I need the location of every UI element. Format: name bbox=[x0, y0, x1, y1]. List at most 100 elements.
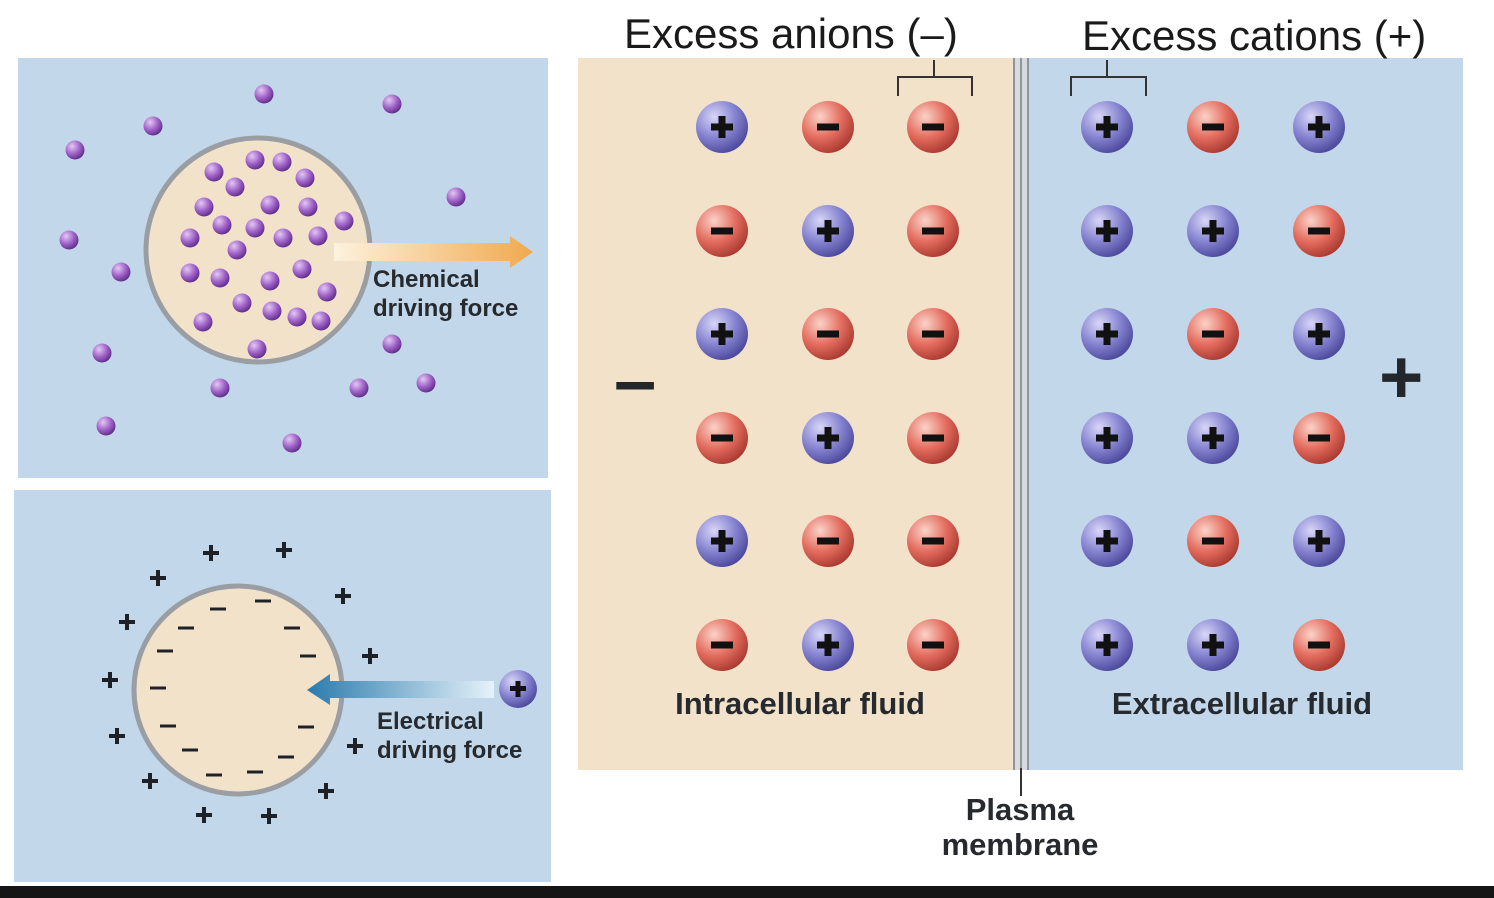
inside-minus-sign bbox=[247, 770, 263, 774]
anion-bracket bbox=[897, 76, 973, 96]
anion-ion bbox=[1293, 205, 1345, 257]
outside-plus-sign bbox=[318, 783, 334, 799]
solute-particle bbox=[446, 187, 466, 207]
inside-minus-sign bbox=[160, 724, 176, 728]
cation-ion bbox=[1293, 101, 1345, 153]
anion-ion bbox=[802, 515, 854, 567]
outside-plus-sign bbox=[102, 672, 118, 688]
negative-potential-sign: – bbox=[614, 338, 657, 423]
cation-ion bbox=[1081, 412, 1133, 464]
electrical-label-line2: driving force bbox=[377, 737, 523, 764]
solute-particle bbox=[382, 94, 402, 114]
solute-particle bbox=[298, 197, 318, 217]
cation-ion bbox=[1081, 205, 1133, 257]
chemical-driving-force-label: Chemical driving force bbox=[373, 265, 518, 323]
cation-ion bbox=[1081, 619, 1133, 671]
solute-particle bbox=[287, 307, 307, 327]
outside-plus-sign bbox=[362, 648, 378, 664]
cation-ion bbox=[1187, 412, 1239, 464]
anion-ion bbox=[907, 101, 959, 153]
membrane-label-line1: Plasma bbox=[965, 792, 1075, 827]
solute-particle bbox=[143, 116, 163, 136]
cation-ion bbox=[802, 619, 854, 671]
inside-minus-sign bbox=[206, 773, 222, 777]
inside-minus-sign bbox=[284, 626, 300, 630]
positive-potential-sign: + bbox=[1379, 335, 1424, 420]
anion-ion bbox=[907, 412, 959, 464]
solute-particle bbox=[245, 218, 265, 238]
inside-minus-sign bbox=[182, 748, 198, 752]
anion-ion bbox=[907, 619, 959, 671]
membrane-centerline bbox=[1020, 58, 1022, 770]
outside-plus-sign bbox=[109, 728, 125, 744]
cation-ion bbox=[1187, 619, 1239, 671]
solute-particle bbox=[96, 416, 116, 436]
electrical-arrow bbox=[307, 674, 494, 705]
ion-grid bbox=[696, 101, 1345, 671]
cation-ion bbox=[802, 205, 854, 257]
electrical-cation bbox=[499, 670, 537, 708]
solute-particle bbox=[260, 271, 280, 291]
outside-plus-sign bbox=[335, 588, 351, 604]
solute-particle bbox=[382, 334, 402, 354]
cation-ion bbox=[1081, 308, 1133, 360]
chemical-label-line2: driving force bbox=[373, 295, 519, 322]
solute-particle bbox=[349, 378, 369, 398]
anion-bracket-stem bbox=[933, 60, 935, 76]
solute-particle bbox=[65, 140, 85, 160]
solute-particle bbox=[194, 197, 214, 217]
anion-ion bbox=[696, 412, 748, 464]
solute-particle bbox=[262, 301, 282, 321]
cation-ion bbox=[1293, 515, 1345, 567]
bottom-bar bbox=[0, 886, 1494, 898]
anion-ion bbox=[1293, 619, 1345, 671]
solute-particle bbox=[210, 378, 230, 398]
cation-ion bbox=[1187, 205, 1239, 257]
chemical-label-line1: Chemical bbox=[373, 266, 480, 293]
solute-particle bbox=[273, 228, 293, 248]
inside-minus-sign bbox=[300, 654, 316, 658]
solute-particle bbox=[292, 259, 312, 279]
anion-ion bbox=[1187, 308, 1239, 360]
membrane-label-line2: membrane bbox=[941, 827, 1099, 862]
cation-ion bbox=[1081, 101, 1133, 153]
excess-anions-label: Excess anions (–) bbox=[624, 10, 958, 57]
outside-plus-sign bbox=[347, 738, 363, 754]
cation-ion bbox=[802, 412, 854, 464]
inside-minus-sign bbox=[157, 649, 173, 653]
extracellular-label: Extracellular fluid bbox=[1111, 686, 1373, 721]
solute-particle bbox=[210, 268, 230, 288]
solute-particle bbox=[227, 240, 247, 260]
solute-particle bbox=[311, 311, 331, 331]
solute-particle bbox=[193, 312, 213, 332]
anion-ion bbox=[907, 205, 959, 257]
outside-plus-sign bbox=[150, 570, 166, 586]
solute-particle bbox=[212, 215, 232, 235]
outside-plus-sign bbox=[203, 545, 219, 561]
anion-ion bbox=[802, 101, 854, 153]
cation-ion bbox=[1293, 308, 1345, 360]
solute-particle bbox=[308, 226, 328, 246]
solute-particle bbox=[245, 150, 265, 170]
anion-ion bbox=[802, 308, 854, 360]
chemical-arrow bbox=[334, 236, 533, 268]
membrane-leader-line bbox=[1020, 768, 1022, 796]
anion-ion bbox=[1293, 412, 1345, 464]
solute-particle bbox=[111, 262, 131, 282]
solute-particle bbox=[247, 339, 267, 359]
outside-plus-sign bbox=[196, 807, 212, 823]
anion-ion bbox=[696, 619, 748, 671]
outside-plus-sign bbox=[276, 542, 292, 558]
cation-ion bbox=[696, 515, 748, 567]
cation-ion bbox=[1081, 515, 1133, 567]
cation-ion bbox=[696, 101, 748, 153]
solute-particle bbox=[272, 152, 292, 172]
solute-particle bbox=[59, 230, 79, 250]
solute-particle bbox=[334, 211, 354, 231]
intracellular-label: Intracellular fluid bbox=[675, 686, 925, 721]
solute-particle bbox=[225, 177, 245, 197]
cell-charge-signs bbox=[102, 542, 378, 824]
inside-minus-sign bbox=[150, 686, 166, 690]
electrical-driving-force-label: Electrical driving force bbox=[377, 707, 522, 765]
